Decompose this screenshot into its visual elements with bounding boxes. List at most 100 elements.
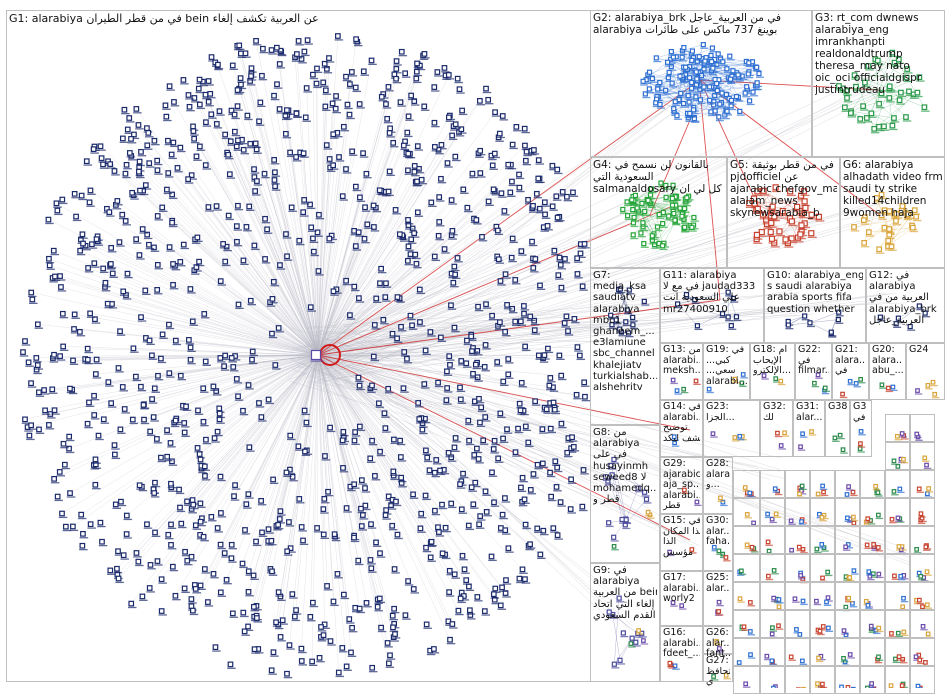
group-label-line: alarabiya_eng [815, 24, 942, 36]
group-label-line: G18: أم [753, 345, 792, 356]
group-frame-small [760, 582, 785, 610]
group-frame-small [860, 666, 885, 694]
group-frame-small [810, 526, 835, 554]
group-frame-small [885, 582, 910, 610]
group-label-line: G7: [593, 270, 657, 281]
group-label-line: alhadath video frm [843, 171, 942, 183]
group-frame-small [733, 666, 760, 694]
group-label-line: arabia sports fifa [767, 292, 863, 303]
group-label-g26: G26:alar...fant... [706, 628, 730, 660]
group-label-line: G9: في [593, 565, 657, 576]
group-frame-small [760, 666, 785, 694]
group-frame-small [785, 526, 810, 554]
group-label-line: في مع لا jaudad333 [663, 281, 761, 292]
group-label-line: mr27400910 [663, 304, 761, 315]
group-label-g31: G31:alar... [796, 402, 822, 423]
group-label-line: pjdofficiel عن [730, 171, 837, 183]
group-frame-small [760, 498, 785, 526]
group-frame-small [885, 442, 910, 470]
group-frame-small [785, 470, 810, 498]
group-frame-small [835, 638, 860, 666]
group-label-line: G26: [706, 628, 730, 639]
group-label-line: saudiatv [593, 292, 657, 303]
group-label-line: husayinmh [593, 461, 657, 472]
group-label-line: G22: [798, 345, 829, 356]
group-label-line: G21: [835, 345, 866, 356]
group-label-line: ajarabic chefgov_ma [730, 183, 837, 195]
group-label-line: الجزا... [706, 413, 757, 424]
group-label-line: alarabiya [593, 438, 657, 449]
group-label-line: 9women haja [843, 207, 942, 219]
group-frame-small [835, 470, 860, 498]
group-frame-small [885, 470, 910, 498]
group-label-line: G17: [663, 573, 700, 584]
group-label-line: القدم السعودي [593, 610, 657, 621]
group-frame-small [760, 470, 785, 498]
group-label-line: في [853, 413, 869, 424]
group-frame-small [910, 526, 935, 554]
group-label-line: و... [706, 480, 730, 491]
group-label-line: G8: من [593, 427, 657, 438]
group-frame-small [810, 666, 835, 694]
group-frame-small [810, 610, 835, 638]
group-label-line: G13: من [663, 345, 700, 356]
group-frame-small [760, 638, 785, 666]
group-label-g24: G24 [909, 345, 942, 356]
group-frame-small [733, 582, 760, 610]
group-label-line: turkialshab... [593, 371, 657, 382]
group-label-line: aja_sp... [663, 480, 700, 491]
group-label-line: salmanaldosary كل لي ان [593, 183, 724, 195]
group-label-line: s saudi alarabiya [767, 281, 863, 292]
group-label-line: meksh... [663, 366, 700, 377]
group-frame-small [733, 498, 760, 526]
group-frame-small [835, 526, 860, 554]
group-label-line: قطر و [593, 494, 657, 505]
group-label-line: G2: alarabiya_brk في من العربية_عاجل [593, 12, 809, 24]
group-label-line: مؤسس [663, 548, 700, 559]
group-label-line: alarabiya بوينغ 737 ماكس على طائرات [593, 24, 809, 36]
group-label-line: filmar... [798, 366, 829, 377]
group-frame-small [860, 498, 885, 526]
group-label-g28: G28:alarabi...و... [706, 459, 730, 491]
group-label-g30: G30:alar...faha... [706, 516, 730, 548]
group-label-line: G12: في [869, 270, 942, 281]
group-label-line: G15: في [663, 516, 700, 527]
group-label-line: worly2 [663, 594, 700, 605]
group-frame-small [810, 582, 835, 610]
group-label-line: في على [593, 449, 657, 460]
group-label-line: justintrudeau [815, 84, 942, 96]
group-label-line: علي السعودية انت [663, 292, 761, 303]
group-label-line: imrankhanpti [815, 36, 942, 48]
group-frame-g1 [6, 10, 591, 682]
group-frame-small [835, 498, 860, 526]
group-label-line: من العربية bein [593, 587, 657, 598]
group-label-line: G16: [663, 628, 700, 639]
group-frame-small [885, 666, 910, 694]
group-label-g25: G25:alar... [706, 573, 730, 594]
group-label-g21: G21:alara...في [835, 345, 866, 377]
group-frame-small [885, 638, 910, 666]
group-frame-small [860, 554, 885, 582]
group-label-line: abu_... [872, 366, 903, 377]
group-label-line: G31: [796, 402, 822, 413]
group-label-line: e3lamiune [593, 337, 657, 348]
group-frame-small [810, 554, 835, 582]
group-label-line: G29: [663, 459, 700, 470]
group-frame-small [910, 582, 935, 610]
group-frame-small [760, 610, 785, 638]
group-label-line: mohamedq... [593, 483, 657, 494]
group-label-g20: G20:alara...abu_... [872, 345, 903, 377]
group-label-line: ي [706, 677, 730, 688]
group-frame-small [910, 414, 935, 442]
group-label-line: لك [763, 413, 790, 424]
